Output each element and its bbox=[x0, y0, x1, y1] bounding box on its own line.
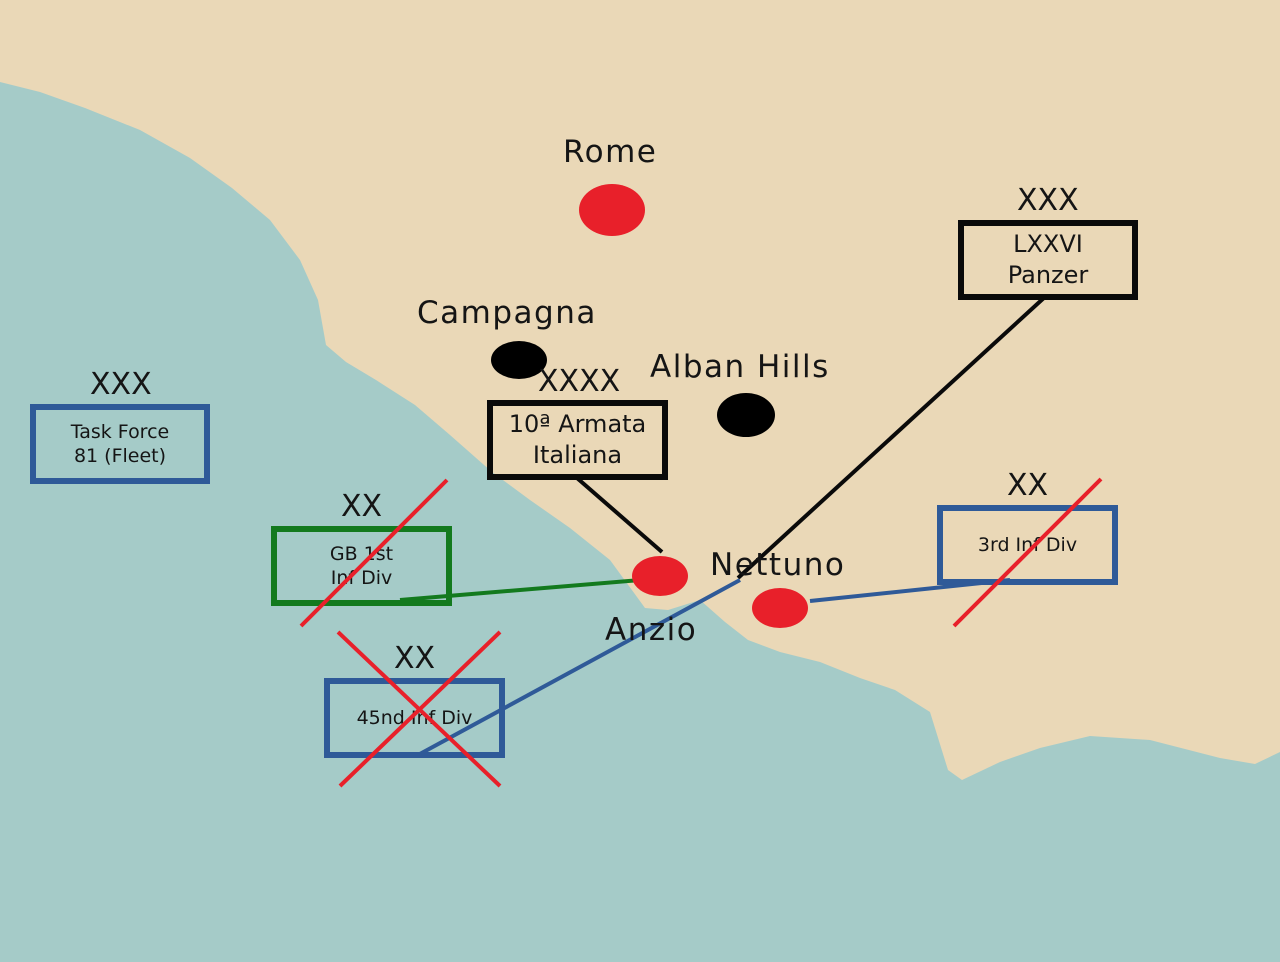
gb-1st-echelon: XX bbox=[341, 489, 383, 524]
rome-city-marker[interactable] bbox=[579, 184, 645, 236]
task-force-echelon: XXX bbox=[90, 367, 152, 402]
armata-to-anzio-link bbox=[575, 476, 664, 554]
task-force-81-unit[interactable]: Task Force 81 (Fleet) bbox=[30, 404, 210, 484]
armata-echelon: XXXX bbox=[538, 364, 621, 399]
45nd-inf-div-unit[interactable]: 45nd Inf Div bbox=[324, 678, 505, 758]
3rd-inf-div-unit[interactable]: 3rd Inf Div bbox=[937, 505, 1118, 585]
nettuno-label: Nettuno bbox=[710, 547, 846, 583]
campagna-landmark-marker[interactable] bbox=[491, 341, 547, 379]
rome-label: Rome bbox=[563, 134, 658, 170]
armata-italiana-unit[interactable]: 10ª Armata Italiana bbox=[487, 400, 668, 480]
lxxvi-panzer-unit[interactable]: LXXVI Panzer bbox=[958, 220, 1138, 300]
gb-1st-inf-div-unit[interactable]: GB 1st Inf Div bbox=[271, 526, 452, 606]
campagna-label: Campagna bbox=[417, 295, 597, 331]
div-3rd-echelon: XX bbox=[1007, 468, 1049, 503]
anzio-city-marker[interactable] bbox=[632, 556, 688, 596]
alban-hills-landmark-marker[interactable] bbox=[717, 393, 775, 437]
panzer-to-nettuno-link bbox=[736, 294, 1048, 580]
nettuno-city-marker[interactable] bbox=[752, 588, 808, 628]
alban-hills-label: Alban Hills bbox=[650, 349, 830, 385]
panzer-echelon: XXX bbox=[1017, 183, 1079, 218]
div-45nd-echelon: XX bbox=[394, 641, 436, 676]
anzio-label: Anzio bbox=[605, 612, 698, 648]
